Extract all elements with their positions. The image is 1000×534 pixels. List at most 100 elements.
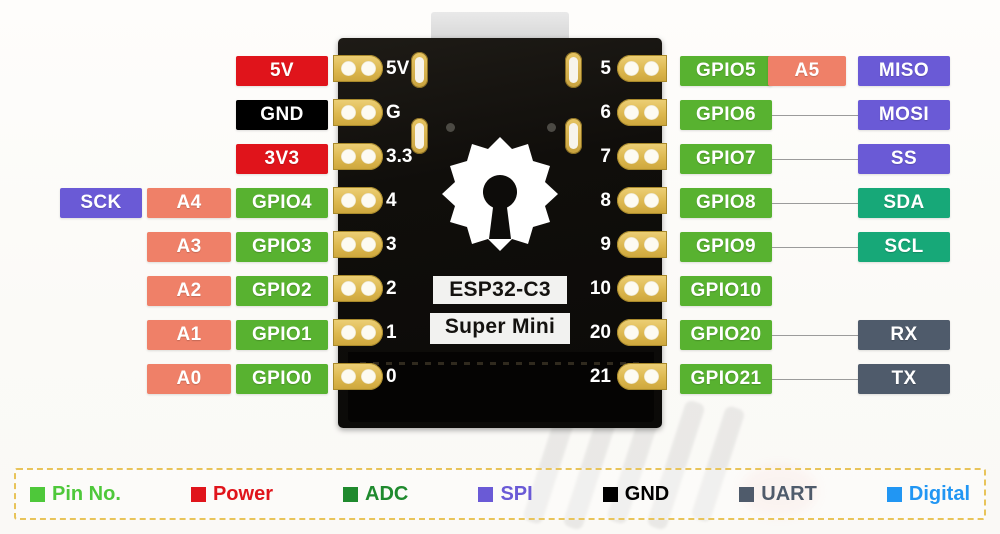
pin-label-GPIO8[interactable]: GPIO8 xyxy=(680,188,772,218)
pad-right-10[interactable] xyxy=(617,275,667,302)
pad-number-left-2: 2 xyxy=(386,278,397,299)
legend-item-gnd: GND xyxy=(602,482,670,506)
pin-label-GPIO3[interactable]: GPIO3 xyxy=(236,232,328,262)
connector-line-SS xyxy=(772,159,858,160)
legend-swatch-icon xyxy=(478,486,494,502)
pin-label-GPIO10[interactable]: GPIO10 xyxy=(680,276,772,306)
pad-number-right-9: 9 xyxy=(600,234,611,255)
alt-label-SS[interactable]: SS xyxy=(858,144,950,174)
legend-label: GND xyxy=(624,482,670,505)
connector-line-SDA xyxy=(772,203,858,204)
alt-label-SDA[interactable]: SDA xyxy=(858,188,950,218)
pin-label-GPIO1[interactable]: GPIO1 xyxy=(236,320,328,350)
pad-right-21[interactable] xyxy=(617,363,667,390)
adc-label-A0[interactable]: A0 xyxy=(147,364,231,394)
pin-label-GND[interactable]: GND xyxy=(236,100,328,130)
legend-swatch-icon xyxy=(343,486,359,502)
pad-right-7[interactable] xyxy=(617,143,667,170)
pad-number-right-20: 20 xyxy=(589,322,611,343)
pad-left-2[interactable] xyxy=(333,275,383,302)
pad-hole xyxy=(624,105,639,120)
pad-left-3[interactable] xyxy=(333,231,383,258)
pad-hole xyxy=(644,281,659,296)
legend-item-uart: UART xyxy=(739,483,817,506)
alt-label-TX[interactable]: TX xyxy=(858,364,950,394)
pad-hole xyxy=(624,61,639,76)
legend-swatch-icon xyxy=(739,486,755,502)
adc-label-A4[interactable]: A4 xyxy=(147,188,231,218)
pad-hole xyxy=(361,325,376,340)
pad-left-0[interactable] xyxy=(333,363,383,390)
pad-left-4[interactable] xyxy=(333,187,383,214)
pin-label-GPIO9[interactable]: GPIO9 xyxy=(680,232,772,262)
pad-number-left-4: 4 xyxy=(386,190,397,211)
pad-hole xyxy=(361,105,376,120)
adc-label-A1[interactable]: A1 xyxy=(147,320,231,350)
pad-left-5V[interactable] xyxy=(333,55,383,82)
pad-hole xyxy=(361,149,376,164)
pad-right-6[interactable] xyxy=(617,99,667,126)
pad-hole xyxy=(341,325,356,340)
legend-item-adc: ADC xyxy=(343,483,408,506)
pad-number-left-5V: 5V xyxy=(386,58,410,79)
legend-swatch-icon xyxy=(886,486,902,502)
pad-hole xyxy=(624,237,639,252)
alt-label-RX[interactable]: RX xyxy=(858,320,950,350)
pad-left-1[interactable] xyxy=(333,319,383,346)
pin-label-GPIO20[interactable]: GPIO20 xyxy=(680,320,772,350)
pad-left-3.3[interactable] xyxy=(333,143,383,170)
pad-left-G[interactable] xyxy=(333,99,383,126)
alt-label-MOSI[interactable]: MOSI xyxy=(858,100,950,130)
pin-label-GPIO2[interactable]: GPIO2 xyxy=(236,276,328,306)
legend-label: UART xyxy=(761,482,817,505)
mounting-slot-left xyxy=(411,52,428,88)
silkscreen-variant: Super Mini xyxy=(430,313,570,344)
pin-label-GPIO4[interactable]: GPIO4 xyxy=(236,188,328,218)
legend-label: Pin No. xyxy=(52,482,121,505)
pin-label-3V3[interactable]: 3V3 xyxy=(236,144,328,174)
pad-number-left-3.3: 3.3 xyxy=(386,146,413,167)
pad-hole xyxy=(361,281,376,296)
pin-label-GPIO21[interactable]: GPIO21 xyxy=(680,364,772,394)
pad-hole xyxy=(361,61,376,76)
adc-label-A3[interactable]: A3 xyxy=(147,232,231,262)
adc-label-A5[interactable]: A5 xyxy=(768,56,846,86)
pad-hole xyxy=(341,61,356,76)
pad-right-20[interactable] xyxy=(617,319,667,346)
connector-line-SCL xyxy=(772,247,858,248)
pad-right-5[interactable] xyxy=(617,55,667,82)
connector-line-MOSI xyxy=(772,115,858,116)
pad-right-8[interactable] xyxy=(617,187,667,214)
alt-label-MISO[interactable]: MISO xyxy=(858,56,950,86)
pad-hole xyxy=(644,61,659,76)
mounting-slot-left-2 xyxy=(411,118,428,154)
pad-number-right-21: 21 xyxy=(589,366,611,387)
pad-hole xyxy=(361,369,376,384)
adc-label-A2[interactable]: A2 xyxy=(147,276,231,306)
pin-label-GPIO7[interactable]: GPIO7 xyxy=(680,144,772,174)
pin-label-GPIO6[interactable]: GPIO6 xyxy=(680,100,772,130)
pad-hole xyxy=(644,369,659,384)
pad-hole xyxy=(644,149,659,164)
legend-swatch-icon xyxy=(602,486,618,502)
alt-label-SCK[interactable]: SCK xyxy=(60,188,142,218)
pad-hole xyxy=(624,149,639,164)
pad-hole xyxy=(341,369,356,384)
pin-label-5V[interactable]: 5V xyxy=(236,56,328,86)
pad-number-left-3: 3 xyxy=(386,234,397,255)
pad-number-right-6: 6 xyxy=(600,102,611,123)
pad-hole xyxy=(624,193,639,208)
alt-label-SCL[interactable]: SCL xyxy=(858,232,950,262)
pin-label-GPIO5[interactable]: GPIO5 xyxy=(680,56,772,86)
pin-label-GPIO0[interactable]: GPIO0 xyxy=(236,364,328,394)
mounting-slot-right xyxy=(565,52,582,88)
pad-number-right-7: 7 xyxy=(600,146,611,167)
pad-right-9[interactable] xyxy=(617,231,667,258)
pad-number-left-0: 0 xyxy=(386,366,397,387)
legend-item-pin-no: Pin No. xyxy=(30,483,121,506)
connector-line-TX xyxy=(772,379,858,380)
pad-hole xyxy=(644,105,659,120)
pad-hole xyxy=(341,237,356,252)
legend-label: ADC xyxy=(365,482,409,505)
